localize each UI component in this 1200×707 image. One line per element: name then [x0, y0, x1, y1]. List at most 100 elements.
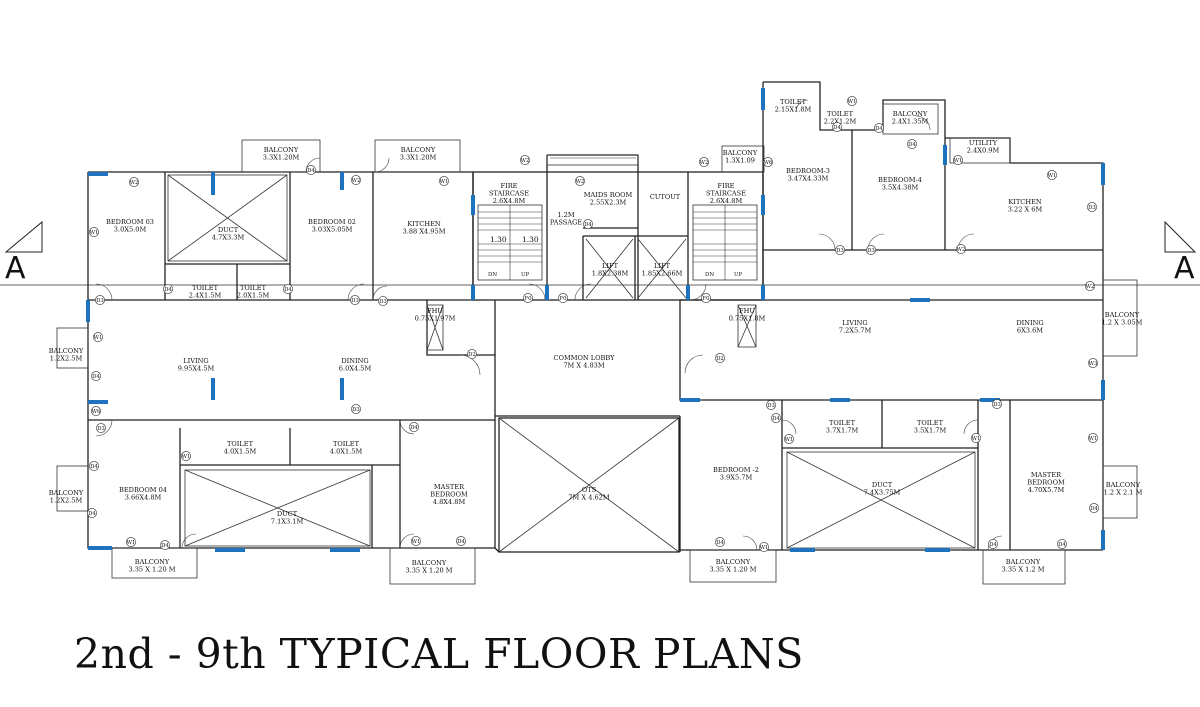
tag-text: D4: [90, 464, 98, 470]
section-mark-right: A: [1174, 251, 1195, 286]
stair-note: UP: [734, 272, 743, 278]
tag-d4: D4: [1057, 539, 1067, 549]
tag-w1: W1: [411, 536, 421, 546]
tag-d4: D4: [1089, 503, 1099, 513]
tag-text: D3: [379, 299, 387, 305]
tag-w3: W3: [1088, 358, 1099, 368]
tag-d4: D4: [89, 461, 99, 471]
tag-text: D4: [908, 142, 916, 148]
tag-circle: [832, 122, 842, 132]
tag-circle: [87, 508, 97, 518]
tag-text: W6: [92, 409, 102, 415]
tag-w2: W2: [575, 176, 585, 186]
tag-text: W1: [440, 179, 449, 185]
stair-note: DN: [705, 272, 714, 278]
tag-circle: [1088, 433, 1098, 443]
tag-w6: W6: [91, 406, 102, 416]
tag-text: D3: [767, 403, 775, 409]
tag-circle: [89, 461, 99, 471]
room-label-cutout: CUTOUT: [650, 193, 681, 201]
tag-text: D3: [351, 298, 359, 304]
tag-circle: [91, 371, 101, 381]
tag-d4: D4: [907, 139, 917, 149]
stair-note: 1.30: [522, 235, 539, 244]
tag-d4: D4: [988, 539, 998, 549]
tag-d3: D3: [866, 245, 876, 255]
tag-circle: [1057, 539, 1067, 549]
tag-circle: [766, 400, 776, 410]
tag-circle: [91, 406, 101, 416]
tag-text: D3: [96, 298, 104, 304]
tag-circle: [467, 349, 477, 359]
stair-note: DN: [488, 272, 497, 278]
tag-d3: D3: [96, 423, 106, 433]
tag-circle: [1085, 281, 1095, 291]
tag-text: W1: [182, 454, 191, 460]
tag-circle: [907, 139, 917, 149]
window-markers: [86, 88, 1105, 552]
tag-w1: W1: [93, 332, 103, 342]
tag-d4: D4: [583, 219, 593, 229]
section-mark-left: A: [5, 251, 26, 286]
tag-d3: D3: [992, 399, 1002, 409]
tag-text: W1: [94, 335, 103, 341]
tag-text: W2: [521, 158, 530, 164]
tag-circle: [456, 536, 466, 546]
stair-treads: [477, 157, 758, 281]
tag-circle: [126, 537, 136, 547]
tag-circle: [1088, 358, 1098, 368]
tag-text: D3: [97, 426, 105, 432]
tag-text: D4: [457, 539, 465, 545]
tag-text: W1: [972, 436, 981, 442]
tag-d4: D4: [832, 122, 842, 132]
tag-circle: [759, 542, 769, 552]
tag-d3: D3: [1087, 202, 1097, 212]
tag-circle: [583, 219, 593, 229]
tag-circle: [866, 245, 876, 255]
tag-text: D4: [833, 125, 841, 131]
tag-text: D4: [88, 511, 96, 517]
tag-text: W2: [130, 180, 139, 186]
tag-d4: D4: [456, 536, 466, 546]
tag-w2: W2: [351, 175, 361, 185]
tag-d3: D3: [378, 296, 388, 306]
tag-d3: D3: [351, 404, 361, 414]
tag-d4: D4: [715, 537, 725, 547]
tag-text: W1: [954, 158, 963, 164]
tag-text: W2: [1086, 284, 1095, 290]
tag-text: W2: [576, 179, 585, 185]
tag-w6: W6: [763, 157, 773, 167]
tag-circle: [409, 422, 419, 432]
tag-w1: W1: [126, 537, 136, 547]
tag-text: W3: [1089, 361, 1099, 367]
tag-text: D4: [772, 416, 780, 422]
tag-f0: F0: [558, 293, 568, 303]
tag-text: W1: [1048, 173, 1057, 179]
tag-w2: W2: [699, 157, 709, 167]
tag-d4: D4: [874, 123, 884, 133]
door-arcs: [95, 99, 1003, 551]
